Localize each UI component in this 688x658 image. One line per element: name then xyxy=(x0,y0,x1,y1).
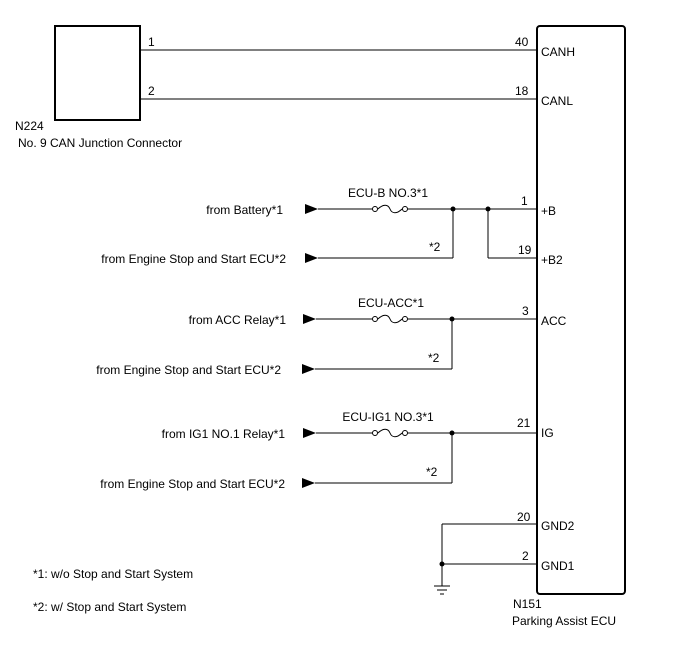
essecu-arrow-icon-3 xyxy=(302,478,315,488)
ecub-fuse-label: ECU-B NO.3*1 xyxy=(348,186,428,200)
ig-branch-note: *2 xyxy=(426,465,438,479)
ig-pin: 21 xyxy=(517,416,531,430)
junction-pin-1: 1 xyxy=(148,35,155,49)
canl-pin: 18 xyxy=(515,84,529,98)
ecuacc-fuse-icon xyxy=(372,314,408,324)
footnote-1: *1: w/o Stop and Start System xyxy=(33,567,193,581)
ground-junction-dot xyxy=(439,561,445,567)
ecuig1-fuse-icon xyxy=(372,428,408,438)
junction-connector-code: N224 xyxy=(15,119,44,133)
acc-relay-arrow-icon xyxy=(303,314,316,324)
b2-terminal: +B2 xyxy=(541,253,563,267)
essecu-arrow-icon-2 xyxy=(302,364,315,374)
b-branch-note: *2 xyxy=(429,240,441,254)
gnd1-pin: 2 xyxy=(522,549,529,563)
ecub-fuse-icon xyxy=(372,204,408,214)
essecu-arrow-icon-1 xyxy=(305,253,318,263)
canh-pin: 40 xyxy=(515,35,529,49)
canh-terminal: CANH xyxy=(541,45,575,59)
battery-source-label: from Battery*1 xyxy=(206,203,283,217)
battery-arrow-icon xyxy=(305,204,318,214)
gnd2-terminal: GND2 xyxy=(541,519,575,533)
ecu-box xyxy=(536,25,626,595)
b-pin: 1 xyxy=(521,194,528,208)
acc-terminal: ACC xyxy=(541,314,567,328)
acc-relay-source-label: from ACC Relay*1 xyxy=(189,313,287,327)
essecu-source-label-3: from Engine Stop and Start ECU*2 xyxy=(100,477,285,491)
ig1-relay-source-label: from IG1 NO.1 Relay*1 xyxy=(162,427,286,441)
ground-icon xyxy=(434,585,450,595)
essecu-source-label-2: from Engine Stop and Start ECU*2 xyxy=(96,363,281,377)
gnd2-pin: 20 xyxy=(517,510,531,524)
junction-pin-2: 2 xyxy=(148,84,155,98)
acc-pin: 3 xyxy=(522,304,529,318)
ig1-relay-arrow-icon xyxy=(303,428,316,438)
junction-connector-box xyxy=(54,25,141,121)
gnd1-terminal: GND1 xyxy=(541,559,575,573)
ecu-name: Parking Assist ECU xyxy=(512,614,616,628)
ecu-code: N151 xyxy=(513,597,542,611)
b-terminal: +B xyxy=(541,204,556,218)
canl-terminal: CANL xyxy=(541,94,573,108)
ecuig1-fuse-label: ECU-IG1 NO.3*1 xyxy=(342,410,434,424)
ecuacc-fuse-label: ECU-ACC*1 xyxy=(358,296,424,310)
junction-connector-name: No. 9 CAN Junction Connector xyxy=(18,136,182,150)
b2-pin: 19 xyxy=(518,243,532,257)
acc-branch-note: *2 xyxy=(428,351,440,365)
footnote-2: *2: w/ Stop and Start System xyxy=(33,600,186,614)
essecu-source-label-1: from Engine Stop and Start ECU*2 xyxy=(101,252,286,266)
ig-terminal: IG xyxy=(541,426,554,440)
